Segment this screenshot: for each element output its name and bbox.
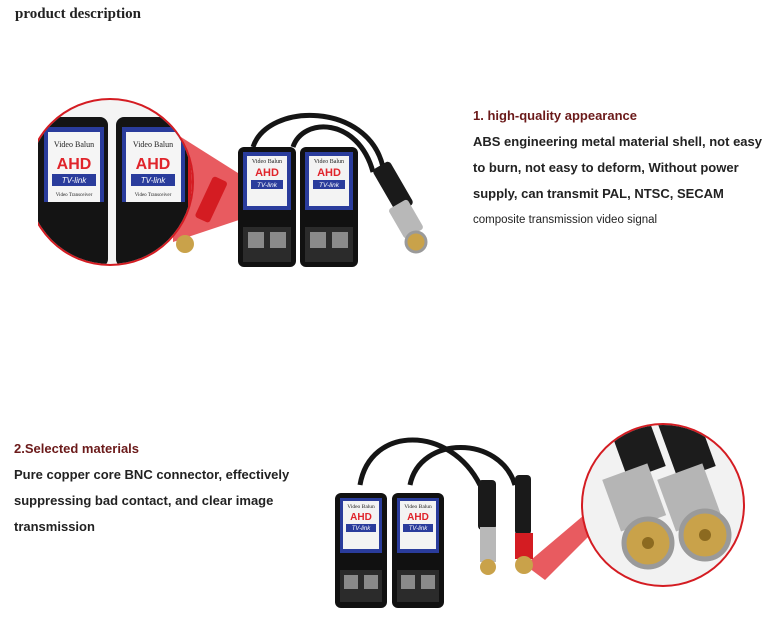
section2-line: suppressing bad contact, and clear image xyxy=(14,493,274,508)
closeup-brand-text: Video Balun xyxy=(54,140,94,149)
balun2-brand-text: Video Balun xyxy=(404,504,432,510)
balun-ahd-text: AHD xyxy=(255,167,279,179)
closeup-ahd-text: AHD xyxy=(136,156,171,173)
balun-ahd-text: AHD xyxy=(317,167,341,179)
closeup-brand-text: Video Balun xyxy=(133,140,173,149)
balun-tvlink-text: TV-link xyxy=(257,182,278,189)
closeup-tvlink-text: TV-link xyxy=(141,176,167,185)
section2-line: Pure copper core BNC connector, effectiv… xyxy=(14,467,290,482)
balun-brand-text: Video Balun xyxy=(252,159,282,165)
balun2-tvlink-text: TV-link xyxy=(352,526,371,532)
video-balun-closeup-image: Video Balun AHD TV-link Video Balun AHD … xyxy=(38,98,428,267)
balun2-brand-text: Video Balun xyxy=(347,504,375,510)
balun2-tvlink-text: TV-link xyxy=(409,526,428,532)
section2-heading: 2.Selected materials xyxy=(14,441,140,456)
balun-tvlink-text: TV-link xyxy=(319,182,340,189)
section1-line: supply, can transmit PAL, NTSC, SECAM xyxy=(473,186,724,201)
closeup-ahd-text: AHD xyxy=(57,156,92,173)
section2-line: transmission xyxy=(14,519,95,534)
balun-brand-text: Video Balun xyxy=(314,159,344,165)
closeup-transceiver-text: Video Transceiver xyxy=(56,193,93,198)
section1-line: ABS engineering metal material shell, no… xyxy=(473,134,762,149)
bnc-connector-closeup-image: Video Balun AHD TV-link Video Balun AHD … xyxy=(335,423,745,608)
closeup-tvlink-text: TV-link xyxy=(62,176,88,185)
page-title: product description xyxy=(15,6,141,22)
balun2-ahd-text: AHD xyxy=(407,512,429,523)
section1-line: to burn, not easy to deform, Without pow… xyxy=(473,160,739,175)
closeup-transceiver-text: Video Transceiver xyxy=(135,193,172,198)
section1-description: 1. high-quality appearance ABS engineeri… xyxy=(473,103,773,233)
balun2-ahd-text: AHD xyxy=(350,512,372,523)
section1-line: composite transmission video signal xyxy=(473,214,658,226)
section1-heading: 1. high-quality appearance xyxy=(473,108,637,123)
section2-description: 2.Selected materials Pure copper core BN… xyxy=(14,436,314,540)
